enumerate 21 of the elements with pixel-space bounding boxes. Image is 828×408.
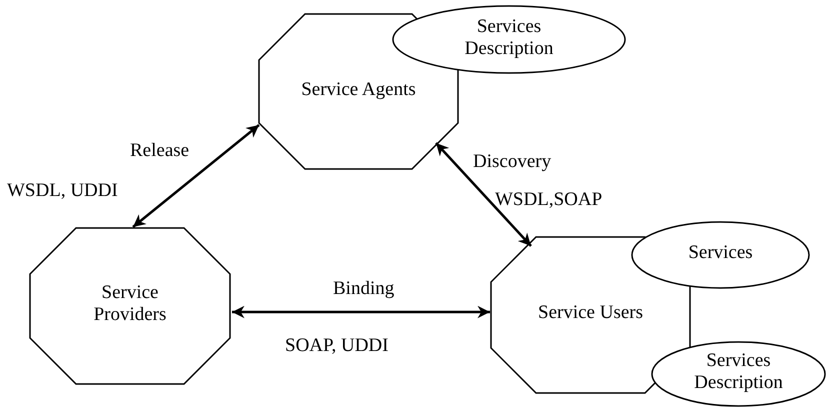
octagon-node [30,228,230,384]
double-arrow [132,124,260,228]
edge-label: Release [130,141,190,160]
node-label: Service Agents [300,78,417,102]
double-arrow [435,142,532,247]
protocol-label: WSDL,SOAP [495,190,602,209]
ellipse-node [631,221,810,289]
node-label: Services Description [464,16,554,60]
node-label: Services [687,242,754,266]
double-arrow [232,306,490,318]
ellipse-node [392,5,626,74]
octagon-node [491,237,690,393]
edge-label: Binding [333,279,394,298]
protocol-label: WSDL, UDDI [7,181,118,200]
node-label: Service Providers [92,282,168,327]
node-label: Service Users [537,302,644,326]
ellipse-node [651,341,826,407]
protocol-label: SOAP, UDDI [285,336,388,355]
edge-label: Discovery [473,152,552,171]
octagon-node [259,14,458,169]
node-label: Services Description [693,350,784,395]
